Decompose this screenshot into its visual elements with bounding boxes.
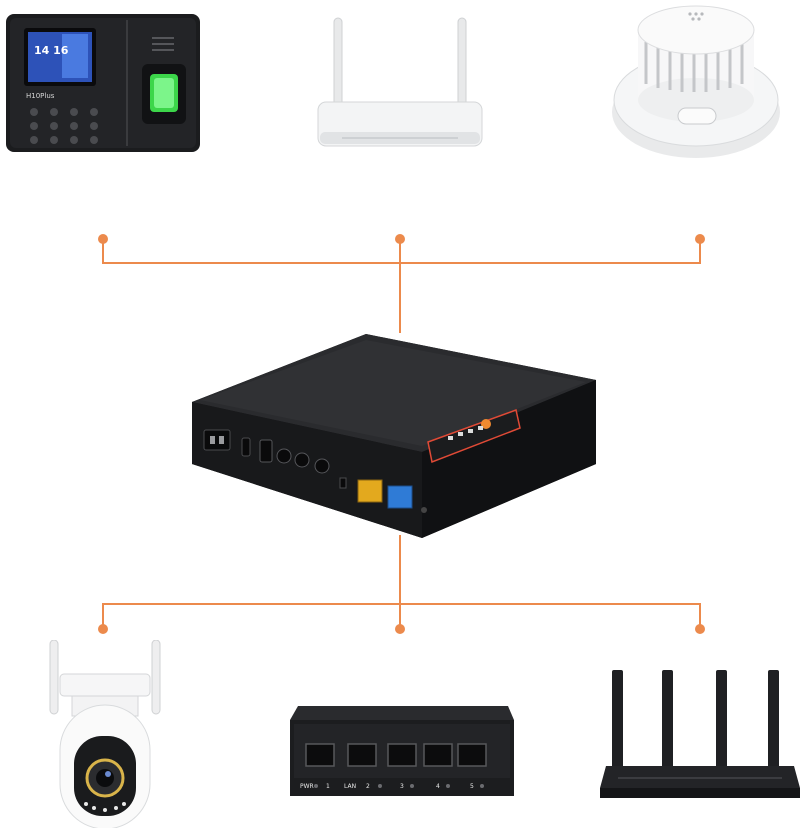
- connector-dot: [695, 234, 705, 244]
- connector-dot: [98, 234, 108, 244]
- port-label-lan: LAN: [344, 783, 356, 790]
- wifi-router-white-icon: [317, 17, 483, 147]
- connector-dot: [395, 234, 405, 244]
- mini-ups-power-box-icon: [192, 334, 596, 538]
- port-label-1: 1: [326, 783, 330, 790]
- network-switch-icon: PWR 1 LAN 2 3 4 5: [290, 706, 514, 796]
- wifi-router-black-icon: [600, 670, 800, 798]
- port-label-pwr: PWR: [300, 783, 314, 790]
- screen-time: 14 16: [34, 44, 69, 57]
- port-label-4: 4: [436, 783, 440, 790]
- connector-dot: [695, 624, 705, 634]
- port-label-3: 3: [400, 783, 404, 790]
- smoke-detector-icon: [612, 5, 780, 158]
- port-label-5: 5: [470, 783, 474, 790]
- connector-dot: [395, 624, 405, 634]
- ptz-security-camera-icon: [49, 640, 161, 828]
- bottom-connector-bar: [102, 603, 701, 628]
- top-connector-bar: [102, 240, 701, 264]
- fingerprint-time-clock-icon: 14 16 H10Plus: [6, 14, 200, 152]
- connector-dot: [98, 624, 108, 634]
- screen-brand: H10Plus: [26, 92, 55, 100]
- port-label-2: 2: [366, 783, 370, 790]
